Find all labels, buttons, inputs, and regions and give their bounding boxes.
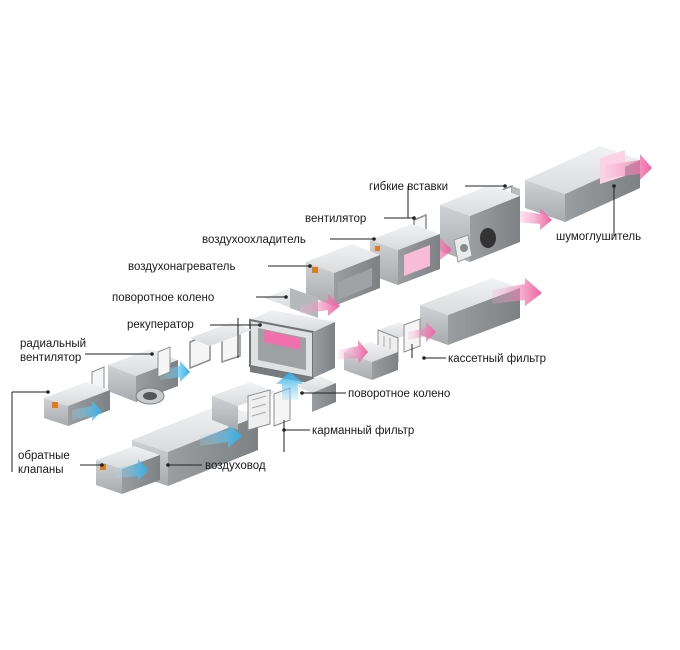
- label-fan: вентилятор: [305, 213, 366, 225]
- rotary-elbow-2-unit: [338, 340, 398, 380]
- label-cassette-filter: кассетный фильтр: [448, 353, 546, 365]
- label-rotary-elbow-2: поворотное колено: [348, 388, 450, 400]
- leader-lines: [11, 184, 616, 472]
- cold-arrow-up: [276, 372, 304, 400]
- label-air-heater: воздухонагреватель: [128, 261, 235, 273]
- warm-arrow-silencer-out: [605, 154, 652, 180]
- exhaust-elbow: [296, 376, 336, 412]
- recuperator-unit: [249, 310, 335, 384]
- check-valve-2-unit: [96, 446, 160, 494]
- rotary-elbow-1-unit: [264, 288, 340, 318]
- warm-arrow-intake: [492, 278, 542, 306]
- air-heater-unit: [306, 244, 380, 306]
- check-valve-1-unit: [44, 382, 110, 426]
- label-duct: воздуховод: [205, 460, 266, 472]
- labels: гибкие вставки вентилятор воздухоохладит…: [18, 181, 641, 476]
- label-radial-fan-line2: вентилятор: [20, 352, 81, 364]
- label-radial-fan-line1: радиальный: [20, 338, 86, 350]
- label-check-valves-line2: клапаны: [18, 464, 64, 476]
- label-recuperator: рекуператор: [127, 319, 194, 331]
- pocket-filter-unit: [212, 382, 291, 431]
- label-air-cooler: воздухоохладитель: [202, 234, 306, 246]
- label-check-valves-line1: обратные: [18, 450, 70, 462]
- label-silencer: шумоглушитель: [556, 231, 641, 243]
- radial-fan-unit: [108, 349, 190, 405]
- label-pocket-filter: карманный фильтр: [312, 425, 414, 437]
- warm-arrow-flex: [515, 208, 552, 230]
- fan-unit: [440, 185, 520, 263]
- label-rotary-elbow-1: поворотное колено: [112, 292, 214, 304]
- air-cooler-unit: [370, 224, 440, 285]
- supply-intake-frames: [189, 322, 252, 370]
- label-flex-inserts: гибкие вставки: [369, 181, 448, 193]
